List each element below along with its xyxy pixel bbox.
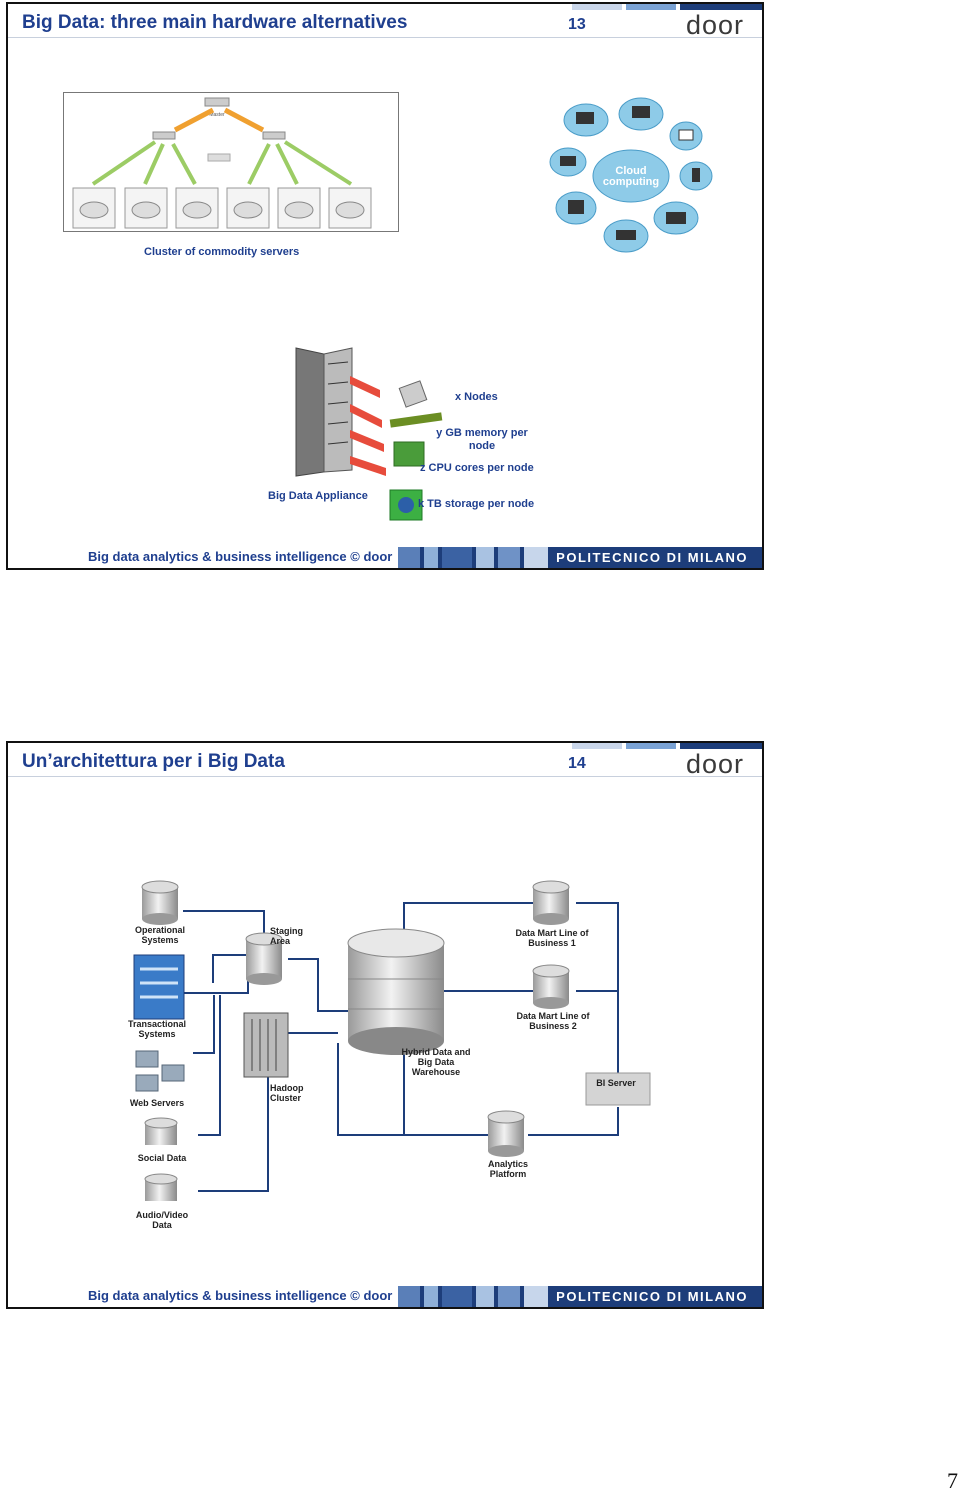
cluster-caption: Cluster of commodity servers bbox=[144, 246, 300, 258]
architecture-diagram bbox=[133, 880, 651, 1201]
footer-stripes bbox=[398, 1286, 563, 1307]
slide-14: Un’architettura per i Big Data 14 door bbox=[6, 741, 764, 1309]
label-analytics-platform: Analytics Platform bbox=[487, 1159, 529, 1179]
politecnico-logo: POLITECNICO DI MILANO bbox=[556, 1289, 748, 1304]
label-transactional-systems: Transactional Systems bbox=[127, 1019, 187, 1039]
web-servers-icon bbox=[135, 1050, 185, 1092]
title-divider bbox=[8, 37, 762, 38]
door-header-bars bbox=[572, 743, 762, 749]
label-audio-video-data: Audio/Video Data bbox=[135, 1210, 189, 1230]
politecnico-logo: POLITECNICO DI MILANO bbox=[556, 550, 748, 565]
title-divider bbox=[8, 776, 762, 777]
master-switch-icon bbox=[204, 97, 230, 107]
label-data-mart-2: Data Mart Line of Business 2 bbox=[516, 1011, 590, 1031]
server-rack-graphic bbox=[295, 347, 443, 521]
database-icon bbox=[487, 1110, 525, 1157]
cluster-diagram: Master bbox=[63, 92, 399, 232]
spec-nodes: x Nodes bbox=[455, 391, 498, 403]
slide-number: 13 bbox=[568, 16, 586, 33]
slide-13: Big Data: three main hardware alternativ… bbox=[6, 2, 764, 570]
spec-storage: k TB storage per node bbox=[418, 498, 535, 510]
database-icon bbox=[144, 1117, 178, 1145]
bi-server-box bbox=[585, 1072, 651, 1106]
door-logo: door bbox=[685, 10, 744, 40]
footer-text: Big data analytics & business intelligen… bbox=[88, 549, 393, 564]
slave-switch-icon bbox=[152, 131, 176, 140]
footer-text: Big data analytics & business intelligen… bbox=[88, 1288, 393, 1303]
slave-switch-icon bbox=[207, 153, 231, 162]
slide-title: Un’architettura per i Big Data bbox=[22, 751, 285, 772]
footer-stripes bbox=[398, 547, 563, 568]
label-hadoop-cluster: Hadoop Cluster bbox=[270, 1083, 304, 1103]
label-data-mart-1: Data Mart Line of Business 1 bbox=[515, 928, 589, 948]
appliance-caption: Big Data Appliance bbox=[268, 490, 368, 502]
page-number: 7 bbox=[947, 1468, 958, 1493]
slide-title: Big Data: three main hardware alternativ… bbox=[22, 12, 408, 33]
database-icon bbox=[532, 880, 570, 925]
label-warehouse: Hybrid Data and Big Data Warehouse bbox=[401, 1047, 471, 1077]
database-icon bbox=[144, 1173, 178, 1201]
slide-footer: Big data analytics & business intelligen… bbox=[8, 1286, 762, 1307]
database-icon bbox=[532, 964, 570, 1009]
cloud-computing-graphic bbox=[549, 97, 713, 253]
door-logo: door bbox=[685, 749, 744, 779]
door-header-bars bbox=[572, 4, 762, 10]
label-web-servers: Web Servers bbox=[129, 1098, 185, 1108]
label-operational-systems: Operational Systems bbox=[134, 925, 185, 945]
slave-switch-icon bbox=[262, 131, 286, 140]
cloud-label: Cloud computing bbox=[602, 165, 660, 188]
label-bi-server: BI Server bbox=[596, 1078, 636, 1088]
warehouse-database-icon bbox=[347, 928, 445, 1055]
svg-text:Master: Master bbox=[209, 112, 225, 118]
slide-footer: Big data analytics & business intelligen… bbox=[8, 547, 762, 568]
hadoop-rack-icon bbox=[243, 1012, 289, 1078]
spec-cpu: z CPU cores per node bbox=[420, 462, 534, 474]
label-social-data: Social Data bbox=[137, 1153, 187, 1163]
spec-memory: y GB memory per node bbox=[436, 427, 528, 452]
label-staging-area: Staging Area bbox=[270, 926, 303, 946]
server-icon bbox=[133, 954, 185, 1020]
slide-number: 14 bbox=[568, 755, 586, 772]
database-icon bbox=[141, 880, 179, 925]
database-icon bbox=[245, 932, 283, 985]
